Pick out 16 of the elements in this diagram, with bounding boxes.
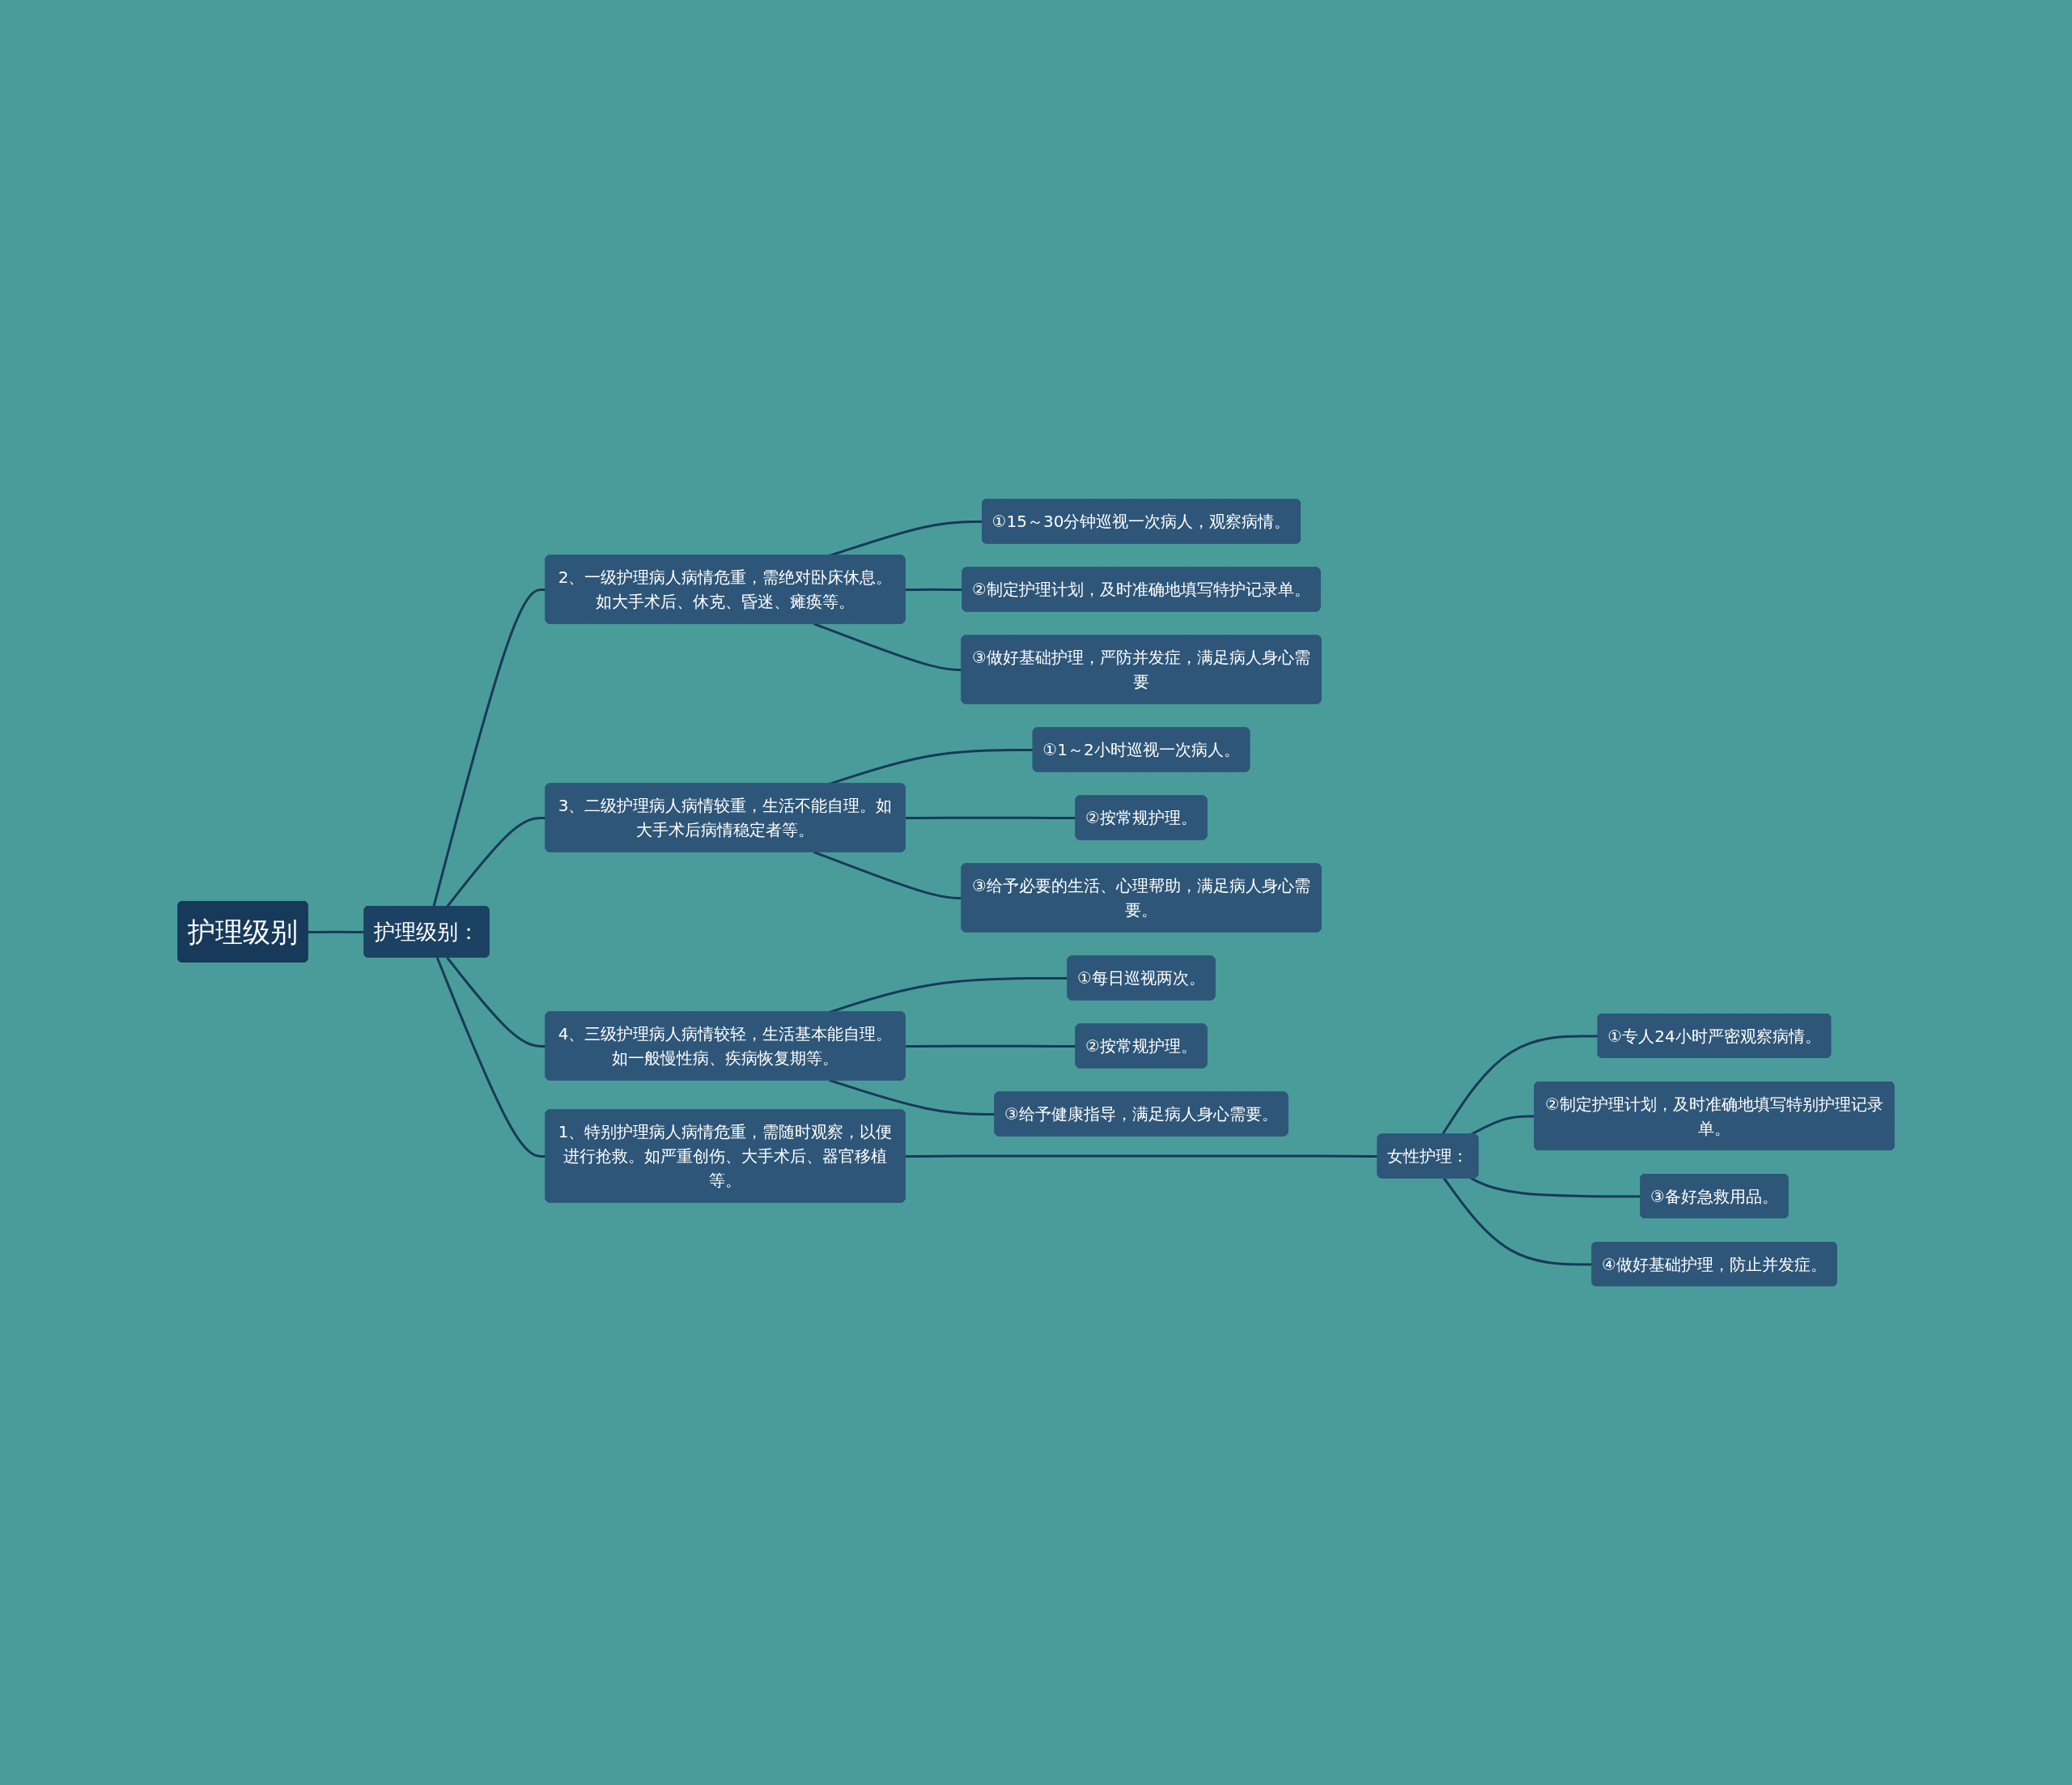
connector [813, 622, 962, 671]
connector [829, 1078, 996, 1116]
connector [432, 588, 546, 907]
connector [446, 956, 546, 1048]
connector [435, 957, 546, 1158]
connector [905, 816, 1076, 819]
connector [1441, 1035, 1599, 1136]
connector [308, 930, 365, 933]
connector [905, 1154, 1378, 1158]
connector [905, 1044, 1076, 1048]
connector [446, 816, 546, 907]
connector [1442, 1177, 1593, 1266]
connector [813, 850, 962, 899]
connector [905, 588, 963, 591]
connector [1470, 1176, 1641, 1198]
connector [1470, 1115, 1535, 1136]
